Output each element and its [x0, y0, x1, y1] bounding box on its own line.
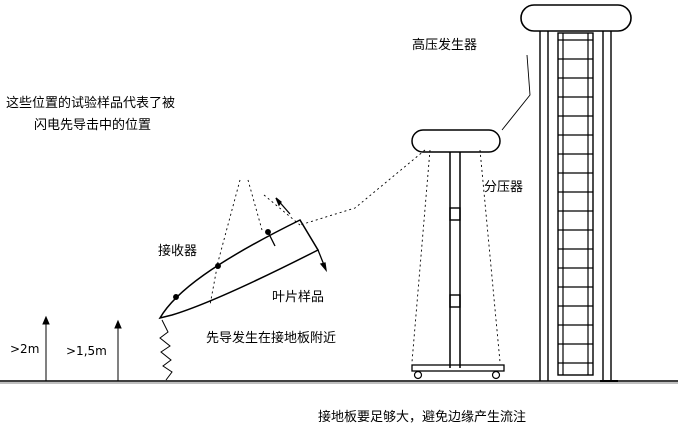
dim-1-5m [114, 319, 122, 381]
dim-2m [42, 315, 50, 381]
dim-1-5m-label: >1,5m [66, 344, 107, 358]
ladder-rungs [558, 39, 593, 364]
note-line-1: 这些位置的试验样品代表了被 [6, 96, 176, 111]
discharge-path [299, 149, 426, 226]
blade-sample-label: 叶片样品 [272, 290, 325, 305]
rotation-arrows [275, 197, 327, 273]
note-line-2: 闪电先导击中的位置 [34, 118, 152, 133]
hv-generator-label: 高压发生器 [412, 38, 478, 53]
ground-note-label: 接地板要足够大，避免边缘产生流注 [318, 410, 527, 425]
divider-label: 分压器 [484, 180, 524, 195]
receptor-label: 接收器 [158, 244, 198, 259]
leader-near-ground-label: 先导发生在接地板附近 [206, 331, 337, 346]
lightning-leader [159, 319, 173, 381]
dim-2m-label: >2m [10, 342, 40, 356]
hv-generator [520, 4, 632, 382]
blade-sample [158, 219, 320, 320]
voltage-divider [411, 129, 505, 380]
blade-alt-positions [217, 179, 301, 263]
hv-label-leader [501, 54, 531, 131]
